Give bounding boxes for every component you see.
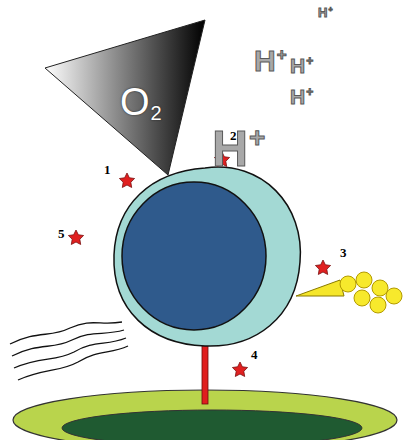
callout-number: 1 (104, 163, 111, 176)
secretion-cone (296, 280, 344, 296)
star-marker (119, 173, 134, 187)
vesicles (340, 272, 402, 313)
ion-label: H+ (254, 46, 287, 76)
ion-label: H+ (290, 86, 313, 107)
gas-label: O2 (120, 83, 162, 123)
callout-number: 5 (58, 227, 65, 240)
nucleus (122, 182, 266, 330)
callout-number: 4 (251, 348, 258, 361)
fibers (10, 322, 128, 380)
gradient-triangle: O2 (40, 15, 210, 180)
cell-body (114, 167, 300, 346)
callout-number: 2 (230, 129, 237, 142)
callout-number: 3 (340, 246, 347, 259)
ion-label: H+ (212, 124, 265, 174)
star-marker (232, 362, 247, 376)
star-marker (68, 230, 83, 244)
ion-label: H+ (318, 6, 332, 19)
adhesion-stalk (202, 340, 208, 404)
substrate-core (62, 410, 362, 440)
ion-label: H+ (290, 55, 313, 76)
star-marker (315, 260, 330, 274)
